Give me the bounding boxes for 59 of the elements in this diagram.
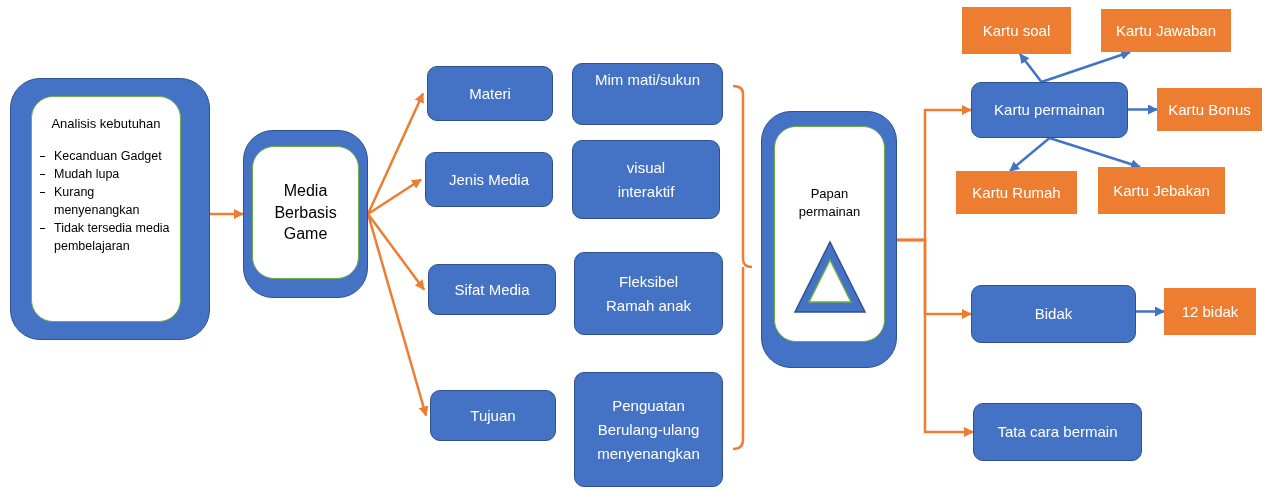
node-label: 12 bidak	[1181, 301, 1239, 322]
node-label: Papan permainan	[797, 185, 862, 221]
node-label: Kartu permainan	[994, 100, 1105, 120]
node-label: Penguatan	[612, 395, 685, 416]
node-label: Fleksibel	[618, 271, 679, 292]
list-item: Kecanduan Gadget	[54, 147, 162, 165]
node-label: interaktif	[617, 181, 675, 202]
arrow	[210, 209, 244, 219]
node-label: Tata cara bermain	[997, 422, 1118, 442]
heading-text: Analisis kebutuhan	[51, 115, 161, 133]
process-box	[973, 403, 1142, 461]
process-box	[574, 372, 723, 487]
process-box	[574, 252, 723, 335]
process-box	[572, 63, 723, 125]
card-box	[962, 7, 1071, 54]
node-label: Media Berbasis Game	[273, 181, 338, 245]
list-item: Tidak tersedia media pembelajaran	[54, 220, 171, 256]
arrow	[1128, 104, 1158, 115]
node-label: Jenis Media	[448, 169, 529, 190]
node-label: Mim mati/sukun	[595, 70, 700, 90]
process-box	[971, 82, 1128, 138]
node-label: Materi	[469, 83, 511, 104]
arrow	[1041, 50, 1131, 84]
process-box	[428, 264, 556, 315]
card-box	[956, 171, 1077, 214]
list-item: Kurang menyenangkan	[54, 183, 141, 219]
arrow	[1049, 136, 1141, 169]
node-label: Bidak	[1034, 304, 1073, 324]
list-item: Mudah lupa	[54, 165, 120, 183]
rounded-frame-box	[243, 130, 368, 298]
arrow	[366, 92, 425, 215]
process-box	[572, 140, 720, 219]
node-label: Kartu Rumah	[972, 182, 1061, 203]
node-label: visual	[626, 157, 666, 178]
process-box	[430, 390, 556, 441]
rounded-frame-box	[761, 111, 897, 368]
node-label: Kartu Bonus	[1168, 99, 1251, 120]
arrow	[1136, 306, 1165, 317]
node-label: menyenangkan	[597, 443, 700, 464]
node-label: Sifat Media	[454, 279, 530, 300]
node-label: Berulang-ulang	[597, 419, 700, 440]
node-label: Kartu Jawaban	[1115, 20, 1217, 41]
process-box	[425, 152, 553, 207]
card-box	[1101, 9, 1231, 52]
node-label: Ramah anak	[605, 295, 692, 316]
card-box	[1098, 167, 1225, 214]
node-label: Tujuan	[470, 405, 516, 426]
arrow	[897, 238, 974, 437]
card-box	[1164, 288, 1256, 335]
rounded-frame-box	[10, 78, 210, 340]
process-box	[427, 66, 553, 121]
node-label: Kartu Jebakan	[1113, 180, 1210, 201]
arrow	[367, 178, 422, 216]
node-label: Kartu soal	[982, 20, 1051, 41]
arrow	[1009, 137, 1051, 172]
arrow	[367, 213, 425, 291]
process-box	[971, 285, 1136, 343]
arrow	[1019, 53, 1043, 83]
card-box	[1157, 88, 1262, 131]
